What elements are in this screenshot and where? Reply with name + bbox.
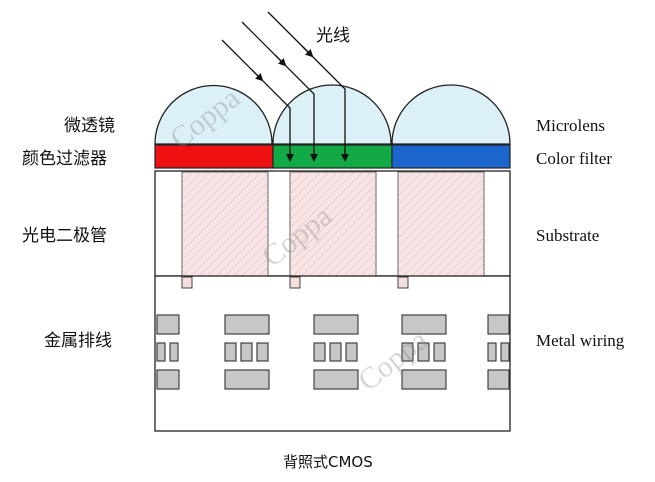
light-label: 光线 xyxy=(316,26,350,46)
contact-pad xyxy=(289,276,301,289)
microlens-1 xyxy=(154,84,273,145)
filter-red xyxy=(154,144,274,169)
photodiode-label-cn: 光电二极管 xyxy=(22,226,107,246)
color-filter-label-en: Color filter xyxy=(536,149,612,168)
contact-pad xyxy=(397,276,409,289)
contact-pad xyxy=(181,276,193,289)
light-rays xyxy=(221,11,349,162)
light-ray-1 xyxy=(221,39,291,158)
microlens-3 xyxy=(391,84,511,145)
microlens-row xyxy=(154,84,511,145)
metal-wiring-label-en: Metal wiring xyxy=(536,331,625,350)
filter-green xyxy=(272,144,393,169)
light-ray-2 xyxy=(241,21,315,158)
color-filter-label-cn: 颜色过滤器 xyxy=(22,149,107,169)
microlens-label-en: Microlens xyxy=(536,116,605,135)
color-filter-row xyxy=(154,144,511,169)
wiring-blocks xyxy=(156,314,510,390)
substrate-label-en: Substrate xyxy=(536,226,599,245)
contact-pads xyxy=(181,276,409,289)
microlens-2 xyxy=(272,84,392,145)
microlens-label-cn: 微透镜 xyxy=(64,116,115,136)
filter-blue xyxy=(391,144,511,169)
metal-wiring-label-cn: 金属排线 xyxy=(44,331,112,351)
light-ray-3 xyxy=(267,11,346,158)
diagram-caption: 背照式CMOS xyxy=(283,453,373,471)
photodiode-row xyxy=(181,171,485,277)
